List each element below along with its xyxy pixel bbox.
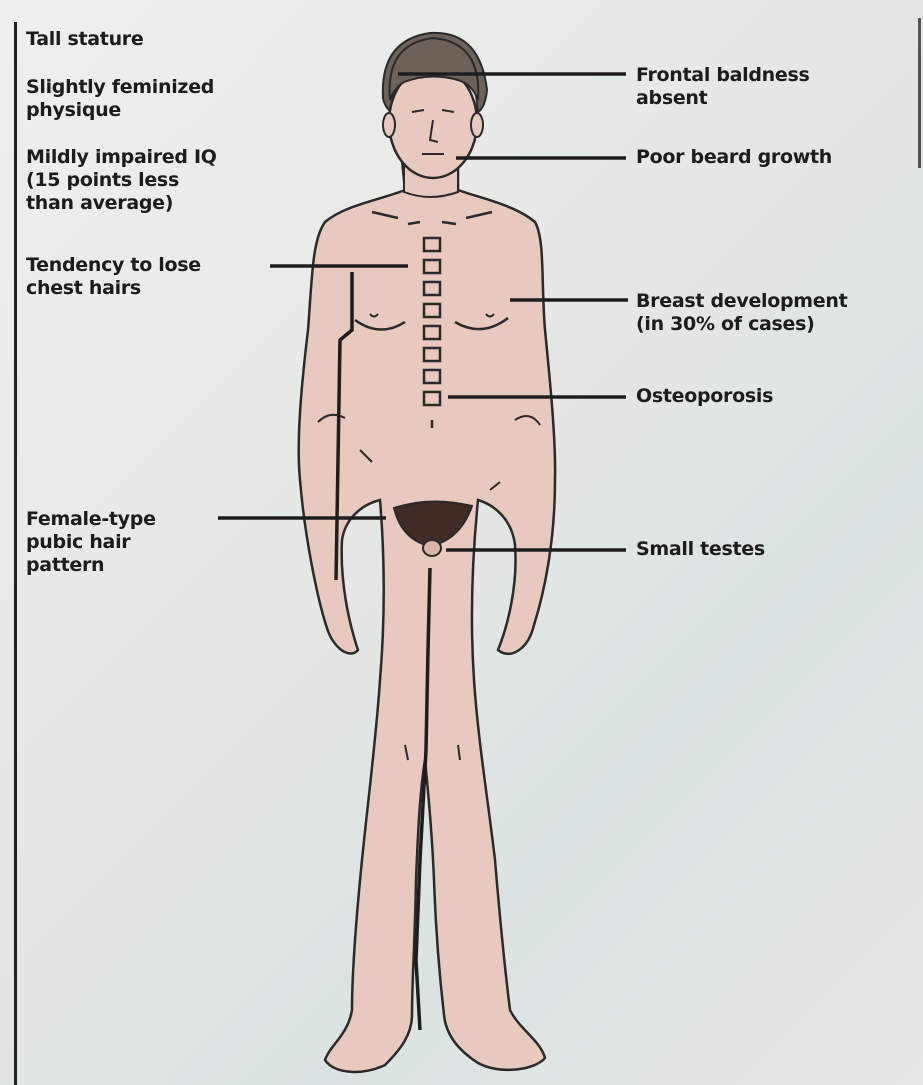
label-chest-hairs: Tendency to lose chest hairs xyxy=(26,254,201,300)
body-silhouette xyxy=(299,160,555,1072)
label-impaired-iq: Mildly impaired IQ (15 points less than … xyxy=(26,146,217,215)
label-tall-stature: Tall stature xyxy=(26,28,143,51)
label-breast-development: Breast development (in 30% of cases) xyxy=(636,290,847,336)
label-small-testes: Small testes xyxy=(636,538,765,561)
left-ear xyxy=(383,113,395,137)
label-frontal-baldness: Frontal baldness absent xyxy=(636,64,810,110)
right-ear xyxy=(471,113,483,137)
label-beard-growth: Poor beard growth xyxy=(636,146,832,169)
label-osteoporosis: Osteoporosis xyxy=(636,385,773,408)
label-pubic-hair: Female-type pubic hair pattern xyxy=(26,508,156,577)
testes xyxy=(423,540,441,556)
label-feminized-physique: Slightly feminized physique xyxy=(26,76,214,122)
